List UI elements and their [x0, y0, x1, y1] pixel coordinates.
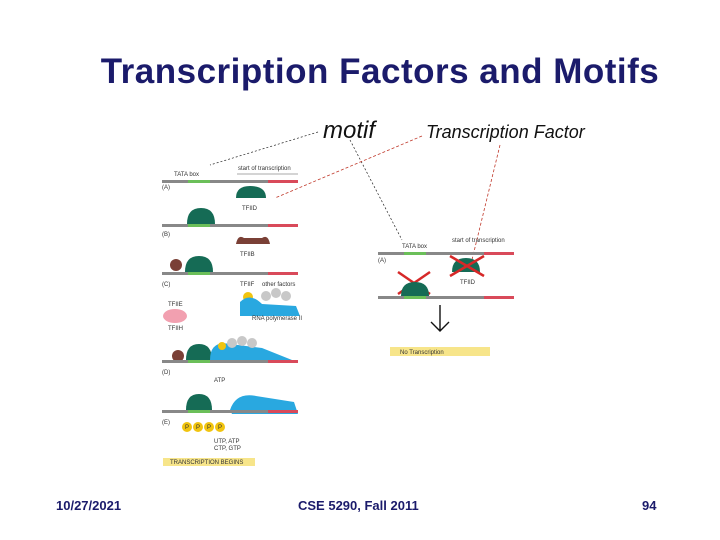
start-b: [268, 224, 298, 227]
tfiih-shape: [163, 309, 187, 323]
tfiid-c: [185, 256, 213, 272]
dna-a: [162, 180, 298, 183]
slide-title: Transcription Factors and Motifs: [100, 52, 660, 91]
factor-dot-1: [261, 291, 271, 301]
left-panel: TATA box start of transcription (A) TFII…: [162, 166, 302, 466]
tfiih-label: TFIIH: [168, 326, 183, 332]
motif-line-left: [209, 131, 319, 166]
annotation-lines: [209, 131, 501, 269]
right-start-2: [484, 296, 514, 299]
transcription-factor-label: Transcription Factor: [426, 122, 586, 142]
ctp-label: CTP, GTP: [214, 446, 241, 452]
dna-d: [162, 360, 298, 363]
dna-c: [162, 272, 298, 275]
phosphate-4-text: P: [218, 425, 222, 431]
tfiif-label: TFIIF: [240, 282, 255, 288]
down-arrow-icon: [430, 305, 450, 332]
tfiib-b: [236, 236, 270, 244]
tfiid-label: TFIID: [242, 206, 258, 212]
cross-tf-2: [449, 254, 485, 278]
tata-a: [188, 180, 210, 183]
right-tfiid-bound: [401, 282, 429, 296]
right-tata-1: [404, 252, 426, 255]
phosphate-4: [215, 422, 225, 432]
polii-e: [230, 395, 298, 414]
step-a: (A): [162, 185, 170, 191]
motif-line-right: [349, 139, 403, 241]
tata-c: [188, 272, 210, 275]
tfiid-e: [186, 394, 212, 410]
right-dna-2: [378, 296, 514, 299]
phosphate-3-text: P: [207, 425, 211, 431]
factor-dot-2: [271, 288, 281, 298]
phosphate-2-text: P: [196, 425, 200, 431]
tfiid-b: [187, 208, 215, 224]
phosphate-2: [193, 422, 203, 432]
right-dna-1: [378, 252, 514, 255]
tata-e: [188, 410, 210, 413]
tfiif-d: [218, 342, 226, 350]
utp-label: UTP, ATP: [214, 439, 239, 445]
motif-label: motif: [323, 117, 377, 144]
left-tata-label: TATA box: [174, 172, 199, 178]
factor-d-3: [247, 338, 257, 348]
footer-page-number: 94: [642, 498, 657, 513]
tata-d: [188, 360, 210, 363]
other-factors-label: other factors: [262, 282, 295, 288]
tfiid-d: [186, 344, 212, 360]
factor-d-2: [237, 336, 247, 346]
footer-course: CSE 5290, Fall 2011: [298, 498, 419, 513]
right-panel: TATA box start of transcription (A) TFII…: [378, 238, 514, 356]
left-start-label: start of transcription: [238, 166, 291, 172]
factor-dot-3: [281, 291, 291, 301]
factor-d-1: [227, 338, 237, 348]
start-c: [268, 272, 298, 275]
footer-date: 10/27/2021: [56, 498, 122, 513]
dna-e: [162, 410, 298, 413]
dna-b: [162, 224, 298, 227]
right-start-1: [484, 252, 514, 255]
tfiib-c: [170, 259, 182, 271]
transcription-begins-box: [163, 458, 255, 466]
right-tata-label: TATA box: [402, 244, 427, 250]
polii-c: [240, 297, 300, 316]
tf-line-right: [469, 144, 501, 269]
start-e: [268, 410, 298, 413]
start-d: [268, 360, 298, 363]
polii-label: RNA polymerase II: [252, 316, 302, 322]
tfiie-label: TFIIE: [168, 302, 183, 308]
phosphate-1-text: P: [185, 425, 189, 431]
no-transcription-box: [390, 347, 490, 356]
step-e: (E): [162, 420, 170, 426]
tf-line-left: [274, 135, 423, 199]
tata-b: [188, 224, 210, 227]
step-c: (C): [162, 282, 170, 288]
tfiib-label: TFIIB: [240, 252, 255, 258]
right-start-label: start of transcription: [452, 238, 505, 244]
right-step-a: (A): [378, 258, 386, 264]
transcription-begins-label: TRANSCRIPTION BEGINS: [170, 460, 243, 466]
tfiib-d: [172, 350, 184, 362]
phosphate-1: [182, 422, 192, 432]
start-a: [268, 180, 298, 183]
atp-label: ATP: [214, 378, 225, 384]
tfiid-a: [236, 186, 266, 198]
step-d: (D): [162, 370, 170, 376]
right-tfiid-label: TFIID: [460, 280, 476, 286]
right-tata-2: [404, 296, 426, 299]
phosphate-3: [204, 422, 214, 432]
step-b: (B): [162, 232, 170, 238]
no-transcription-label: No Transcription: [400, 350, 444, 356]
